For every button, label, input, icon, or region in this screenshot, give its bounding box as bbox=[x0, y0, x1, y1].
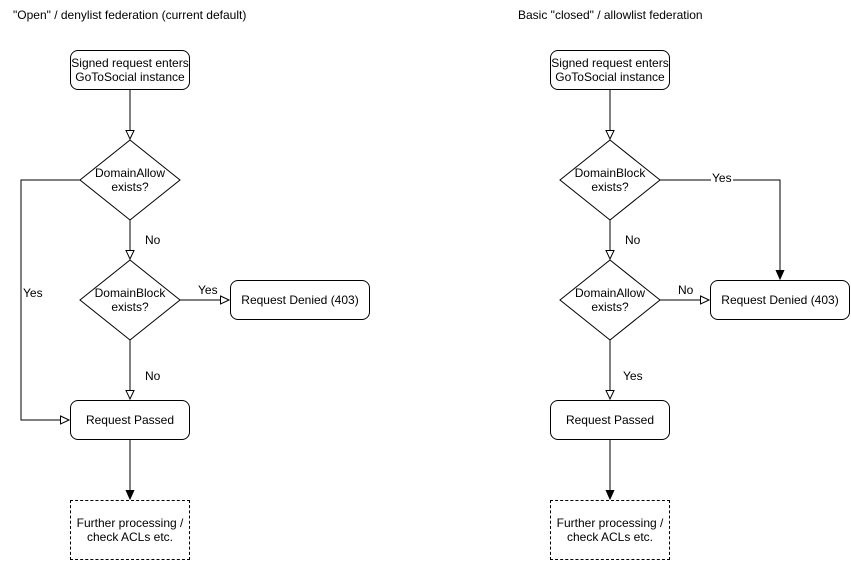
left-decision1-label: DomainAllow exists? bbox=[80, 166, 180, 194]
left-decision1-diamond bbox=[79, 139, 181, 221]
left-decision2-no-label: No bbox=[144, 369, 162, 383]
left-decision1-label-line2: exists? bbox=[111, 180, 149, 194]
right-decision2-no-label: No bbox=[677, 283, 695, 297]
left-passed-node: Request Passed bbox=[70, 400, 190, 440]
right-further-processing-node: Further processing / check ACLs etc. bbox=[550, 500, 670, 560]
left-denied-node-label: Request Denied (403) bbox=[241, 293, 359, 307]
edge-right-decision1-yes-to-denied bbox=[660, 179, 780, 279]
right-start-node-line1: Signed request enters bbox=[551, 56, 669, 70]
right-decision1-diamond bbox=[559, 139, 661, 221]
right-decision2-label-line1: DomainAllow bbox=[574, 286, 646, 300]
right-decision2-diamond bbox=[559, 259, 661, 341]
right-decision1-yes-label: Yes bbox=[711, 171, 733, 185]
left-decision1-yes-label: Yes bbox=[22, 286, 44, 300]
left-further-processing-node: Further processing / check ACLs etc. bbox=[70, 500, 190, 560]
edge-left-decision1-yes-to-passed bbox=[20, 179, 80, 420]
left-decision2-yes-label: Yes bbox=[197, 283, 219, 297]
right-start-node-line2: GoToSocial instance bbox=[555, 70, 665, 84]
left-decision2-diamond bbox=[79, 259, 181, 341]
right-decision2-label-line2: exists? bbox=[591, 300, 629, 314]
left-start-node: Signed request enters GoToSocial instanc… bbox=[70, 50, 190, 90]
left-decision2-label: DomainBlock exists? bbox=[80, 286, 180, 314]
right-decision1-label-line1: DomainBlock bbox=[574, 166, 646, 180]
right-passed-node: Request Passed bbox=[550, 400, 670, 440]
left-decision2-label-line2: exists? bbox=[111, 300, 149, 314]
right-further-processing-line2: check ACLs etc. bbox=[566, 530, 654, 544]
left-decision1-label-line1: DomainAllow bbox=[94, 166, 166, 180]
left-further-processing-line2: check ACLs etc. bbox=[86, 530, 174, 544]
right-start-node: Signed request enters GoToSocial instanc… bbox=[550, 50, 670, 90]
left-start-node-line2: GoToSocial instance bbox=[75, 70, 185, 84]
left-start-node-line1: Signed request enters bbox=[71, 56, 189, 70]
right-passed-node-label: Request Passed bbox=[565, 413, 655, 427]
right-decision2-label: DomainAllow exists? bbox=[560, 286, 660, 314]
left-decision1-no-label: No bbox=[144, 233, 162, 247]
right-decision1-no-label: No bbox=[624, 233, 642, 247]
right-chart-title: Basic "closed" / allowlist federation bbox=[518, 8, 703, 22]
right-decision2-yes-label: Yes bbox=[622, 369, 644, 383]
right-further-processing-line1: Further processing / bbox=[556, 516, 664, 530]
right-decision1-label-line2: exists? bbox=[591, 180, 629, 194]
right-decision1-label: DomainBlock exists? bbox=[560, 166, 660, 194]
right-denied-node: Request Denied (403) bbox=[710, 280, 850, 320]
left-further-processing-line1: Further processing / bbox=[76, 516, 184, 530]
left-chart-title: "Open" / denylist federation (current de… bbox=[13, 8, 247, 22]
left-decision2-label-line1: DomainBlock bbox=[94, 286, 166, 300]
left-denied-node: Request Denied (403) bbox=[230, 280, 370, 320]
left-passed-node-label: Request Passed bbox=[85, 413, 175, 427]
right-denied-node-label: Request Denied (403) bbox=[721, 293, 839, 307]
